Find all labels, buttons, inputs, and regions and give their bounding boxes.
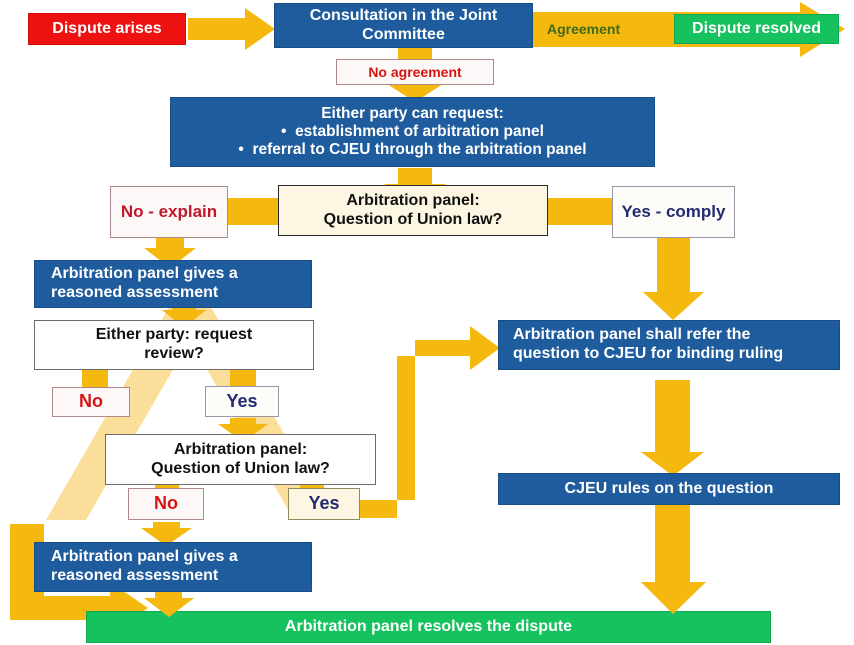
arrow-q2-yes-to-refer-cjeu (352, 326, 500, 518)
node-question-union-law-1[interactable]: Arbitration panel: Question of Union law… (278, 185, 548, 236)
node-review-no[interactable]: No (52, 387, 130, 417)
node-union-law-no[interactable]: No (128, 488, 204, 520)
node-no-explain[interactable]: No - explain (110, 186, 228, 238)
either-party-bullet-1-row: • establishment of arbitration panel (238, 123, 586, 141)
node-dispute-arises[interactable]: Dispute arises (28, 13, 186, 45)
node-yes-comply-label: Yes - comply (621, 201, 726, 221)
either-party-bullet-2-row: • referral to CJEU through the arbitrati… (238, 141, 586, 159)
either-party-bullet-2: referral to CJEU through the arbitration… (252, 141, 587, 159)
node-cjeu-rules-label: CJEU rules on the question (564, 479, 774, 497)
node-dispute-resolved[interactable]: Dispute resolved (674, 14, 839, 44)
node-either-party-request[interactable]: Either party can request: • establishmen… (170, 97, 655, 167)
bullet-dot-1: • (281, 122, 296, 140)
node-no-agreement[interactable]: No agreement (336, 59, 494, 85)
node-question-union-law-1-line2: Question of Union law? (323, 210, 503, 228)
node-panel-resolves-label: Arbitration panel resolves the dispute (284, 617, 573, 635)
node-union-law-no-label: No (154, 493, 178, 514)
node-reasoned-assessment-1-line1: Arbitration panel gives a (51, 265, 238, 283)
bullet-dot-2: • (238, 141, 253, 159)
node-yes-comply[interactable]: Yes - comply (612, 186, 735, 238)
node-review-yes-label: Yes (226, 390, 258, 411)
node-refer-to-cjeu-line1: Arbitration panel shall refer the (513, 326, 751, 344)
node-question-union-law-2[interactable]: Arbitration panel: Question of Union law… (105, 434, 376, 485)
node-panel-resolves[interactable]: Arbitration panel resolves the dispute (86, 611, 771, 643)
node-reasoned-assessment-2-line1: Arbitration panel gives a (51, 548, 238, 566)
node-refer-to-cjeu-line2: question to CJEU for binding ruling (513, 345, 784, 362)
node-union-law-yes[interactable]: Yes (288, 488, 360, 520)
node-consultation-label: Consultation in the Joint Committee (309, 6, 498, 43)
node-consultation[interactable]: Consultation in the Joint Committee (274, 3, 533, 48)
label-agreement-text: Agreement (547, 21, 621, 37)
node-reasoned-assessment-1-line2: reasoned assessment (51, 284, 219, 301)
arrow-question1-to-no-explain (218, 198, 288, 225)
node-no-explain-label: No - explain (120, 201, 218, 221)
node-reasoned-assessment-1[interactable]: Arbitration panel gives a reasoned asses… (34, 260, 312, 308)
arrow-review-to-yes (230, 368, 256, 390)
node-request-review-line1: Either party: request (95, 326, 253, 344)
arrow-review-no-to-resolves (10, 524, 148, 634)
either-party-bullet-1: establishment of arbitration panel (295, 122, 544, 140)
node-dispute-arises-label: Dispute arises (52, 19, 162, 37)
arrow-dispute-to-consultation (188, 8, 275, 50)
node-question-union-law-2-line1: Arbitration panel: (173, 440, 308, 458)
arrow-review-to-no (82, 368, 108, 390)
node-review-yes[interactable]: Yes (205, 386, 279, 417)
arrow-assessment1-to-review (162, 302, 206, 328)
node-question-union-law-2-line2: Question of Union law? (151, 459, 330, 477)
arrow-question1-to-yes-comply (548, 198, 618, 225)
arrow-review-yes-down (218, 418, 268, 442)
arrow-no-explain-down (144, 238, 196, 268)
node-review-no-label: No (79, 391, 103, 412)
node-question-union-law-1-line1: Arbitration panel: (346, 191, 480, 209)
label-agreement: Agreement (547, 21, 620, 37)
node-request-review[interactable]: Either party: request review? (34, 320, 314, 370)
node-reasoned-assessment-2-line2: reasoned assessment (51, 567, 219, 584)
node-request-review-line2: review? (144, 345, 204, 362)
arrow-q2-no-down (141, 522, 192, 546)
arrow-yes-comply-down (643, 238, 704, 320)
node-dispute-resolved-label: Dispute resolved (692, 19, 821, 37)
node-no-agreement-label: No agreement (368, 63, 462, 80)
either-party-title: Either party can request: (321, 104, 504, 122)
either-party-content: Either party can request: • establishmen… (238, 105, 586, 160)
node-cjeu-rules[interactable]: CJEU rules on the question (498, 473, 840, 505)
node-refer-to-cjeu[interactable]: Arbitration panel shall refer the questi… (498, 320, 840, 370)
node-reasoned-assessment-2[interactable]: Arbitration panel gives a reasoned asses… (34, 542, 312, 592)
node-union-law-yes-label: Yes (308, 493, 340, 514)
arrow-cjeu-rules-to-resolves (641, 504, 706, 612)
arrow-refer-to-cjeu-rules (641, 380, 704, 476)
